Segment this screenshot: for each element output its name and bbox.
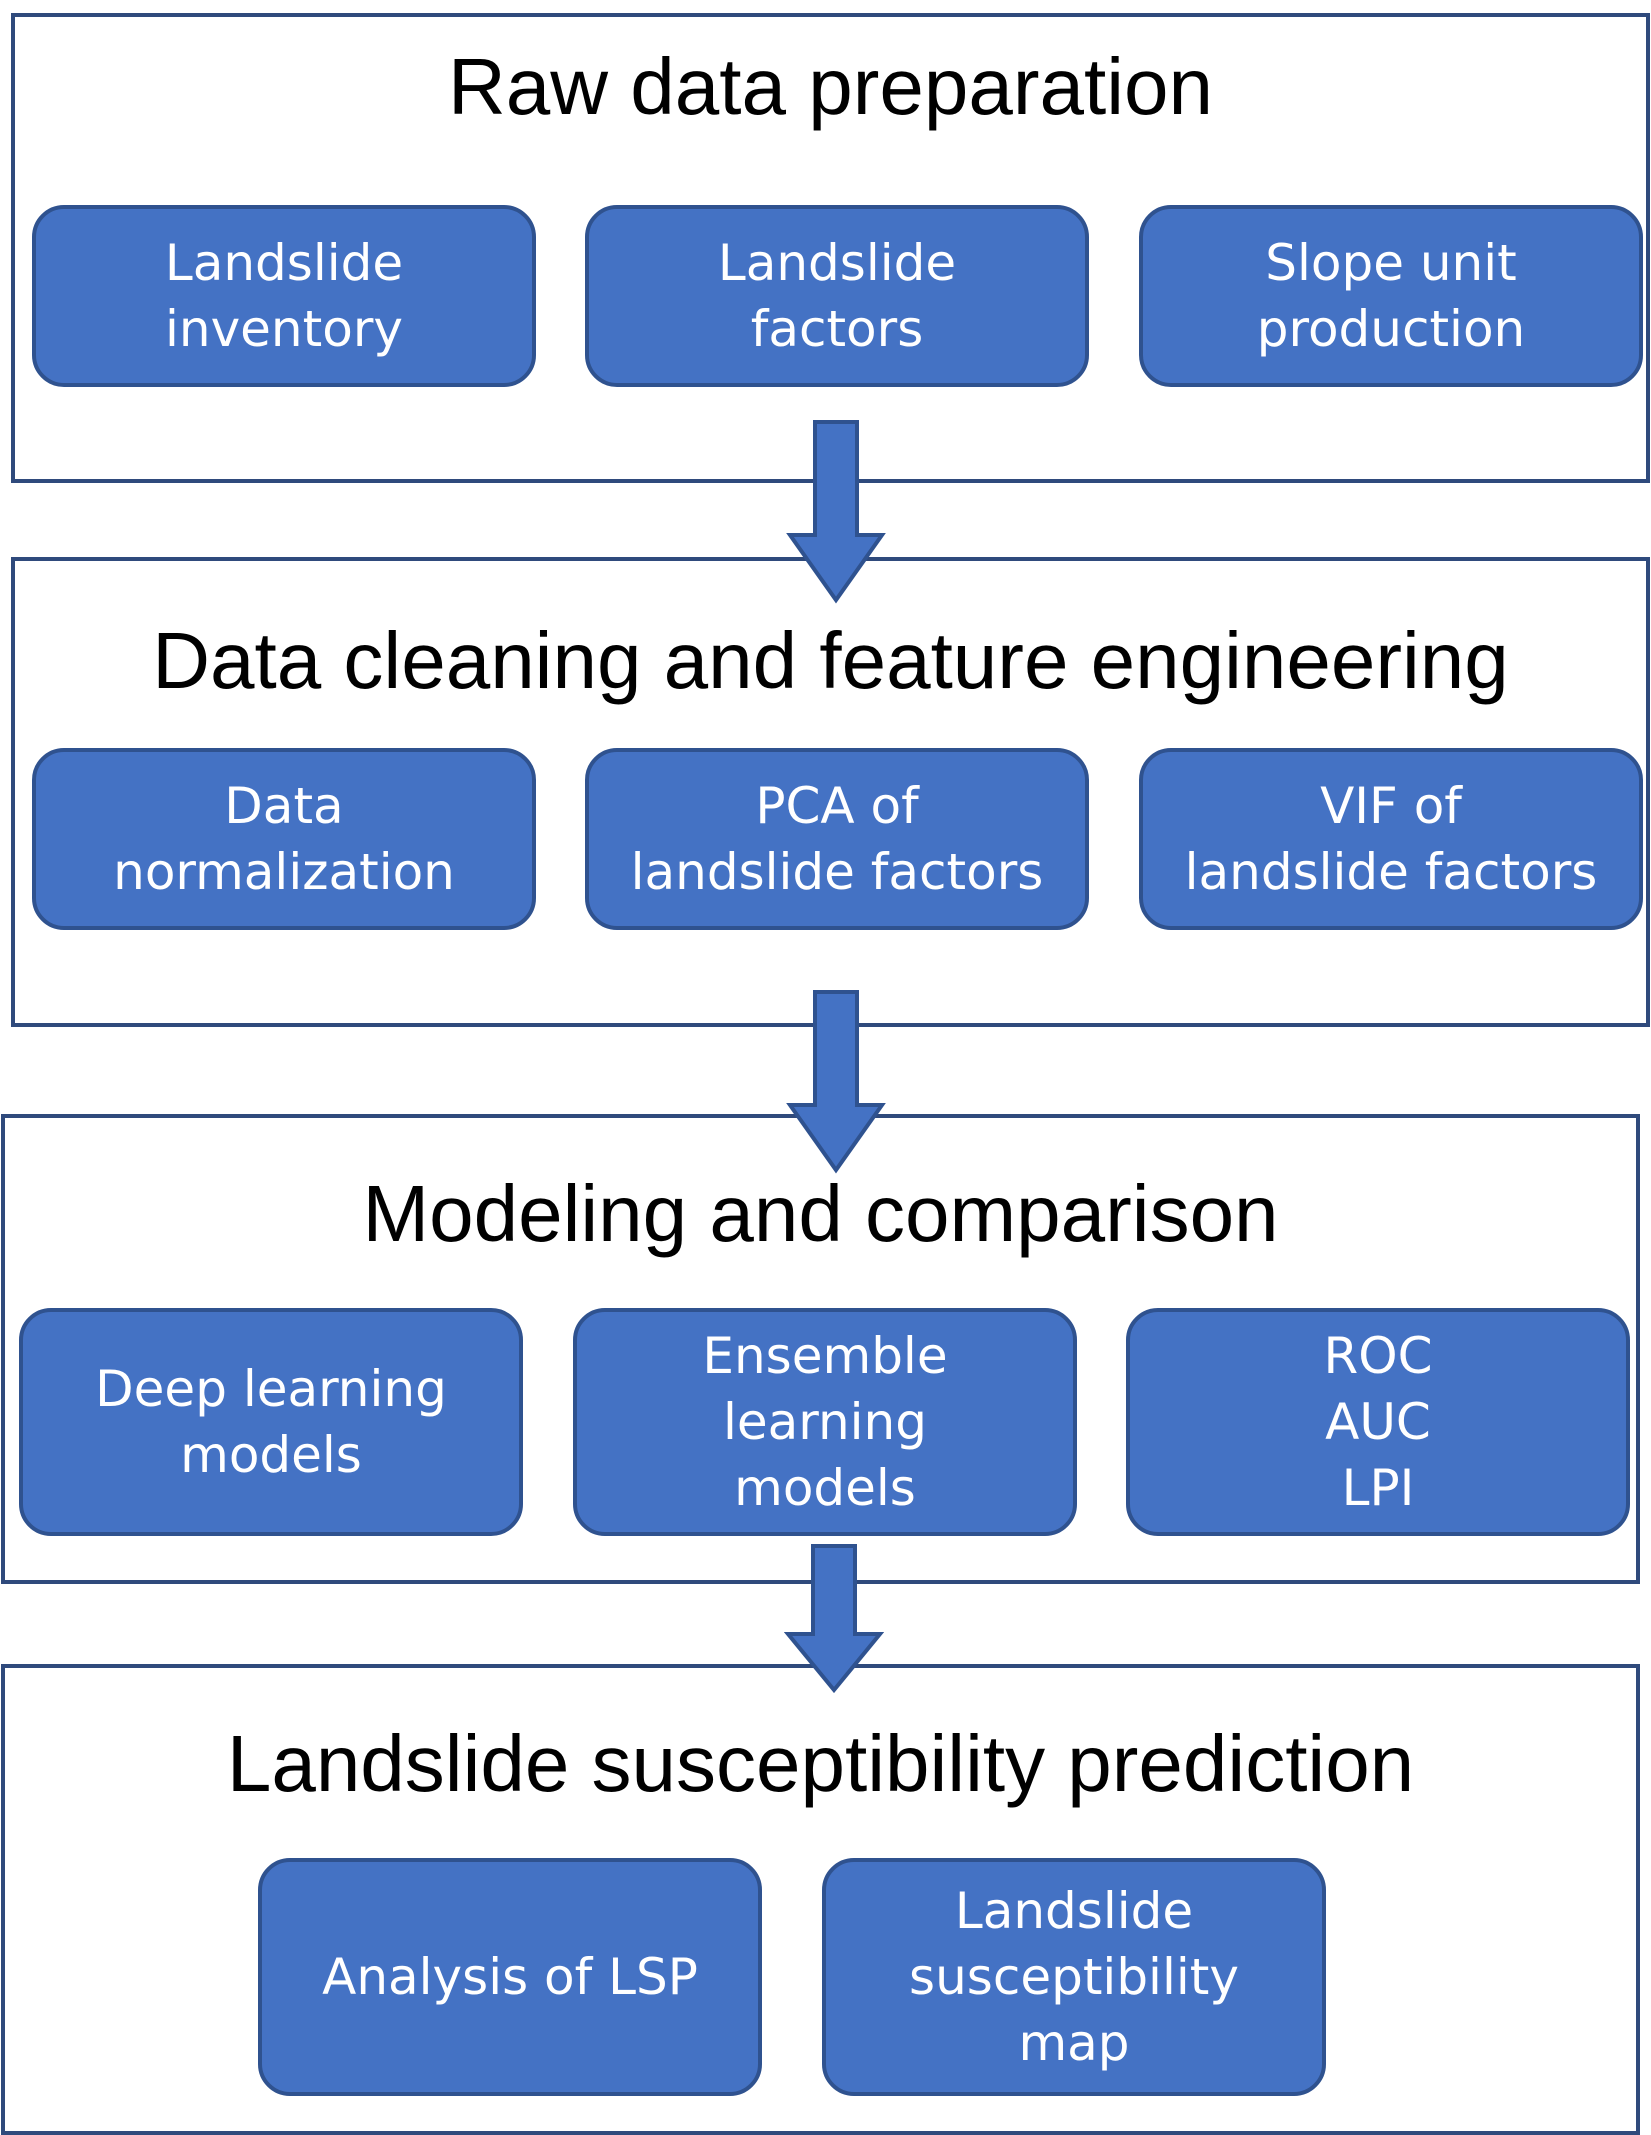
box-ensemble-learning-models: Ensemble learning models bbox=[573, 1308, 1077, 1536]
section-title: Modeling and comparison bbox=[362, 1169, 1279, 1258]
box-landslide-susceptibility-map: Landslide susceptibility map bbox=[822, 1858, 1326, 2096]
box-analysis-of-lsp: Analysis of LSP bbox=[258, 1858, 762, 2096]
box-vif-landslide-factors: VIF of landslide factors bbox=[1139, 748, 1643, 930]
box-data-normalization: Data normalization bbox=[32, 748, 536, 930]
section-title: Data cleaning and feature engineering bbox=[152, 616, 1509, 705]
section-data-cleaning: Data cleaning and feature engineering Da… bbox=[11, 557, 1650, 1027]
section-title: Landslide susceptibility prediction bbox=[226, 1719, 1415, 1808]
down-arrow-3 bbox=[784, 1544, 884, 1694]
box-deep-learning-models: Deep learning models bbox=[19, 1308, 523, 1536]
section-modeling-comparison: Modeling and comparison Deep learning mo… bbox=[1, 1114, 1640, 1584]
section-raw-data-preparation: Raw data preparation Landslide inventory… bbox=[11, 13, 1650, 483]
section-susceptibility-prediction: Landslide susceptibility prediction Anal… bbox=[1, 1664, 1640, 2135]
down-arrow-2 bbox=[786, 990, 886, 1174]
box-landslide-factors: Landslide factors bbox=[585, 205, 1089, 387]
down-arrow-1 bbox=[786, 420, 886, 604]
section-title: Raw data preparation bbox=[448, 42, 1213, 131]
box-landslide-inventory: Landslide inventory bbox=[32, 205, 536, 387]
box-pca-landslide-factors: PCA of landslide factors bbox=[585, 748, 1089, 930]
box-roc-auc-lpi: ROC AUC LPI bbox=[1126, 1308, 1630, 1536]
box-slope-unit-production: Slope unit production bbox=[1139, 205, 1643, 387]
